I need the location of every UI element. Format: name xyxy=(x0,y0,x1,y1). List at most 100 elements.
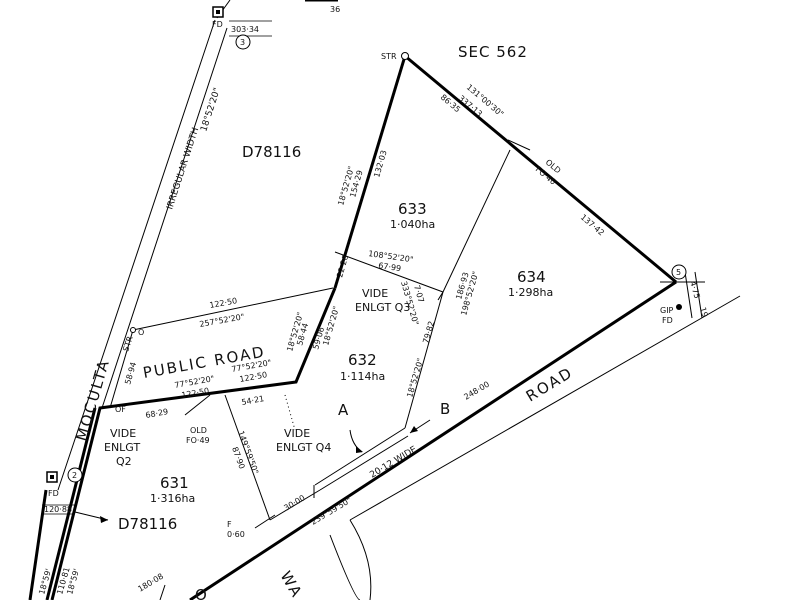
dim-120: 120·88 xyxy=(44,505,72,514)
circle-2 xyxy=(67,467,83,483)
lot631-east xyxy=(224,394,271,521)
dim-30: 30·00 xyxy=(282,493,306,513)
dotted-line xyxy=(284,394,296,431)
lot-631: 631 xyxy=(160,474,189,492)
lot633-south xyxy=(334,251,444,293)
point-b: B xyxy=(440,400,450,418)
old-left-2: FO·49 xyxy=(186,436,210,445)
dim-36: 36 xyxy=(330,5,340,14)
lot632-corner xyxy=(437,291,444,301)
d78116-upper: D78116 xyxy=(242,143,301,161)
lot-634-area: 1·298ha xyxy=(508,286,553,299)
left-road-edge xyxy=(159,584,166,600)
str-left-label: STR xyxy=(121,335,134,353)
dim-79: 79·82 xyxy=(421,320,436,344)
boundary-str-to-22 xyxy=(333,55,407,289)
dim-122-50a: 122·50 xyxy=(209,296,238,310)
arrow-a-head xyxy=(356,446,363,453)
lot-633: 633 xyxy=(398,200,427,218)
vide-q3-1: VIDE xyxy=(362,287,388,300)
vide-q3-2: ENLGT Q3 xyxy=(355,301,410,314)
fd-top-label: FD xyxy=(212,20,223,29)
arrow-b-head xyxy=(410,426,418,433)
dim-248: 248·00 xyxy=(462,380,491,402)
lot-632-area: 1·114ha xyxy=(340,370,385,383)
sec-label: SEC 562 xyxy=(458,43,528,61)
old-mark-f-line xyxy=(254,514,276,529)
dim-180: 180·08 xyxy=(136,572,165,594)
dim-54: 54·21 xyxy=(241,394,265,407)
labels: SEC 562 D78116 D78116 633 1·040ha 634 1·… xyxy=(48,20,681,600)
circle-3-label: 3 xyxy=(240,38,245,47)
moculta-edge-east xyxy=(101,27,228,409)
vide-q2-3: Q2 xyxy=(116,455,132,468)
fd-right-label: FD xyxy=(662,316,673,325)
fd-left-marker-inner xyxy=(50,475,54,479)
dim-58-94: 58·94 xyxy=(123,361,138,385)
road-label: ROAD xyxy=(523,363,577,405)
markers xyxy=(46,6,687,483)
public-road-west xyxy=(109,329,134,409)
vide-q2-2: ENLGT xyxy=(104,441,140,454)
circle-5-label: 5 xyxy=(676,268,681,277)
fd-left-label: FD xyxy=(48,489,59,498)
d78116-lower: D78116 xyxy=(118,515,177,533)
o-left-label: O xyxy=(138,328,144,337)
lot631-south xyxy=(269,489,321,521)
circle-5 xyxy=(671,264,687,280)
vide-q2-1: VIDE xyxy=(110,427,136,440)
road-south-edge xyxy=(349,295,741,521)
circle-3 xyxy=(235,34,251,50)
dim-68: 68·29 xyxy=(145,407,169,420)
f-label: F xyxy=(227,520,232,529)
dim-239: 239°59'50" xyxy=(309,496,353,527)
vide-q4-2: ENLGT Q4 xyxy=(276,441,331,454)
lot-634: 634 xyxy=(517,268,546,286)
old-mark-left-line xyxy=(184,394,211,416)
wa-label: WA xyxy=(277,568,307,600)
gip-label: GIP xyxy=(660,306,674,315)
lot632-south-b xyxy=(319,435,409,491)
dim-19: 19 xyxy=(698,306,709,318)
dim-4-75: 4·75 xyxy=(688,280,702,300)
lot634-west xyxy=(442,149,511,293)
public-road-north xyxy=(132,287,334,331)
boundary-moculta-lower xyxy=(45,407,97,600)
boundary-lines xyxy=(28,0,677,600)
dim-67: 67·99 xyxy=(378,261,402,273)
pt5-dim xyxy=(684,271,693,319)
dim-18-632: 18°52'20" xyxy=(405,357,425,398)
pt5-dim-b xyxy=(694,271,703,319)
str-top-marker xyxy=(401,52,409,60)
lot-632: 632 xyxy=(348,351,377,369)
point-a: A xyxy=(338,401,349,419)
dim-122-50c: 122·50 xyxy=(181,386,210,400)
old-mark-right-line xyxy=(507,139,531,151)
old-left-1: OLD xyxy=(190,426,207,435)
wa-road-edge-2 xyxy=(349,519,372,600)
dim-86: 86·35 xyxy=(439,93,462,115)
boundary-road-frontage xyxy=(189,280,677,600)
f-060-label: 0·60 xyxy=(227,530,245,539)
boundary-public-road xyxy=(50,287,337,600)
circle-2-label: 2 xyxy=(72,471,77,480)
lot632-south-a xyxy=(314,427,406,486)
dim-22: 22·26 xyxy=(335,254,350,278)
of-label: OF xyxy=(115,405,126,414)
road-width-label: 20·12 WIDE xyxy=(368,445,419,481)
lot-633-area: 1·040ha xyxy=(390,218,435,231)
dim-77b: 77°52'20" xyxy=(174,374,215,390)
vide-q4-1: VIDE xyxy=(284,427,310,440)
lot-631-area: 1·316ha xyxy=(150,492,195,505)
dim-122-50b: 122·50 xyxy=(239,370,268,384)
dim-303-34: 303·34 xyxy=(231,25,259,34)
o-label: O xyxy=(195,586,209,600)
dim-137: 137·42 xyxy=(579,213,606,238)
moculta-edge-west xyxy=(57,19,216,491)
wa-road-edge-1 xyxy=(329,534,361,600)
arrow-d78116-head xyxy=(100,516,108,523)
boundary-str-to-5 xyxy=(404,54,677,284)
fd-top-marker-inner xyxy=(216,10,220,14)
irregular-width-label: IRREGULAR WIDTH xyxy=(165,126,201,211)
